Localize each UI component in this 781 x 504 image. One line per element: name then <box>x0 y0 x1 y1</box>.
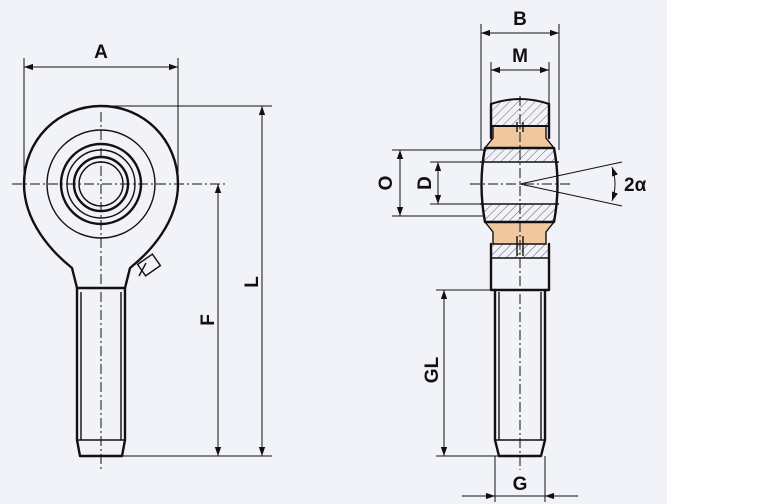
side-view <box>470 96 570 470</box>
angle-label: 2α <box>624 175 647 196</box>
dimension-f-label: F <box>198 314 219 326</box>
dimension-gl-label: GL <box>422 356 443 383</box>
front-dimensions: A L F <box>23 42 272 457</box>
front-view <box>12 104 228 470</box>
dimension-g-label: G <box>513 474 528 495</box>
dimension-o-label: O <box>376 176 397 191</box>
drawing-background <box>0 0 667 504</box>
angle-line-bottom <box>519 183 623 207</box>
dimension-b-label: B <box>513 9 527 30</box>
dimension-a-label: A <box>94 42 108 63</box>
dimension-l-label: L <box>242 276 263 288</box>
angle-line-top <box>519 161 623 185</box>
angle-arc <box>611 166 618 202</box>
side-dimensions: B M O D 2α GL G <box>376 9 647 502</box>
grease-nipple <box>136 253 162 277</box>
ball-outline <box>480 146 559 224</box>
dimension-m-label: M <box>512 46 528 67</box>
housing-section-bottom <box>492 244 548 258</box>
dimension-d-label: D <box>415 176 436 190</box>
